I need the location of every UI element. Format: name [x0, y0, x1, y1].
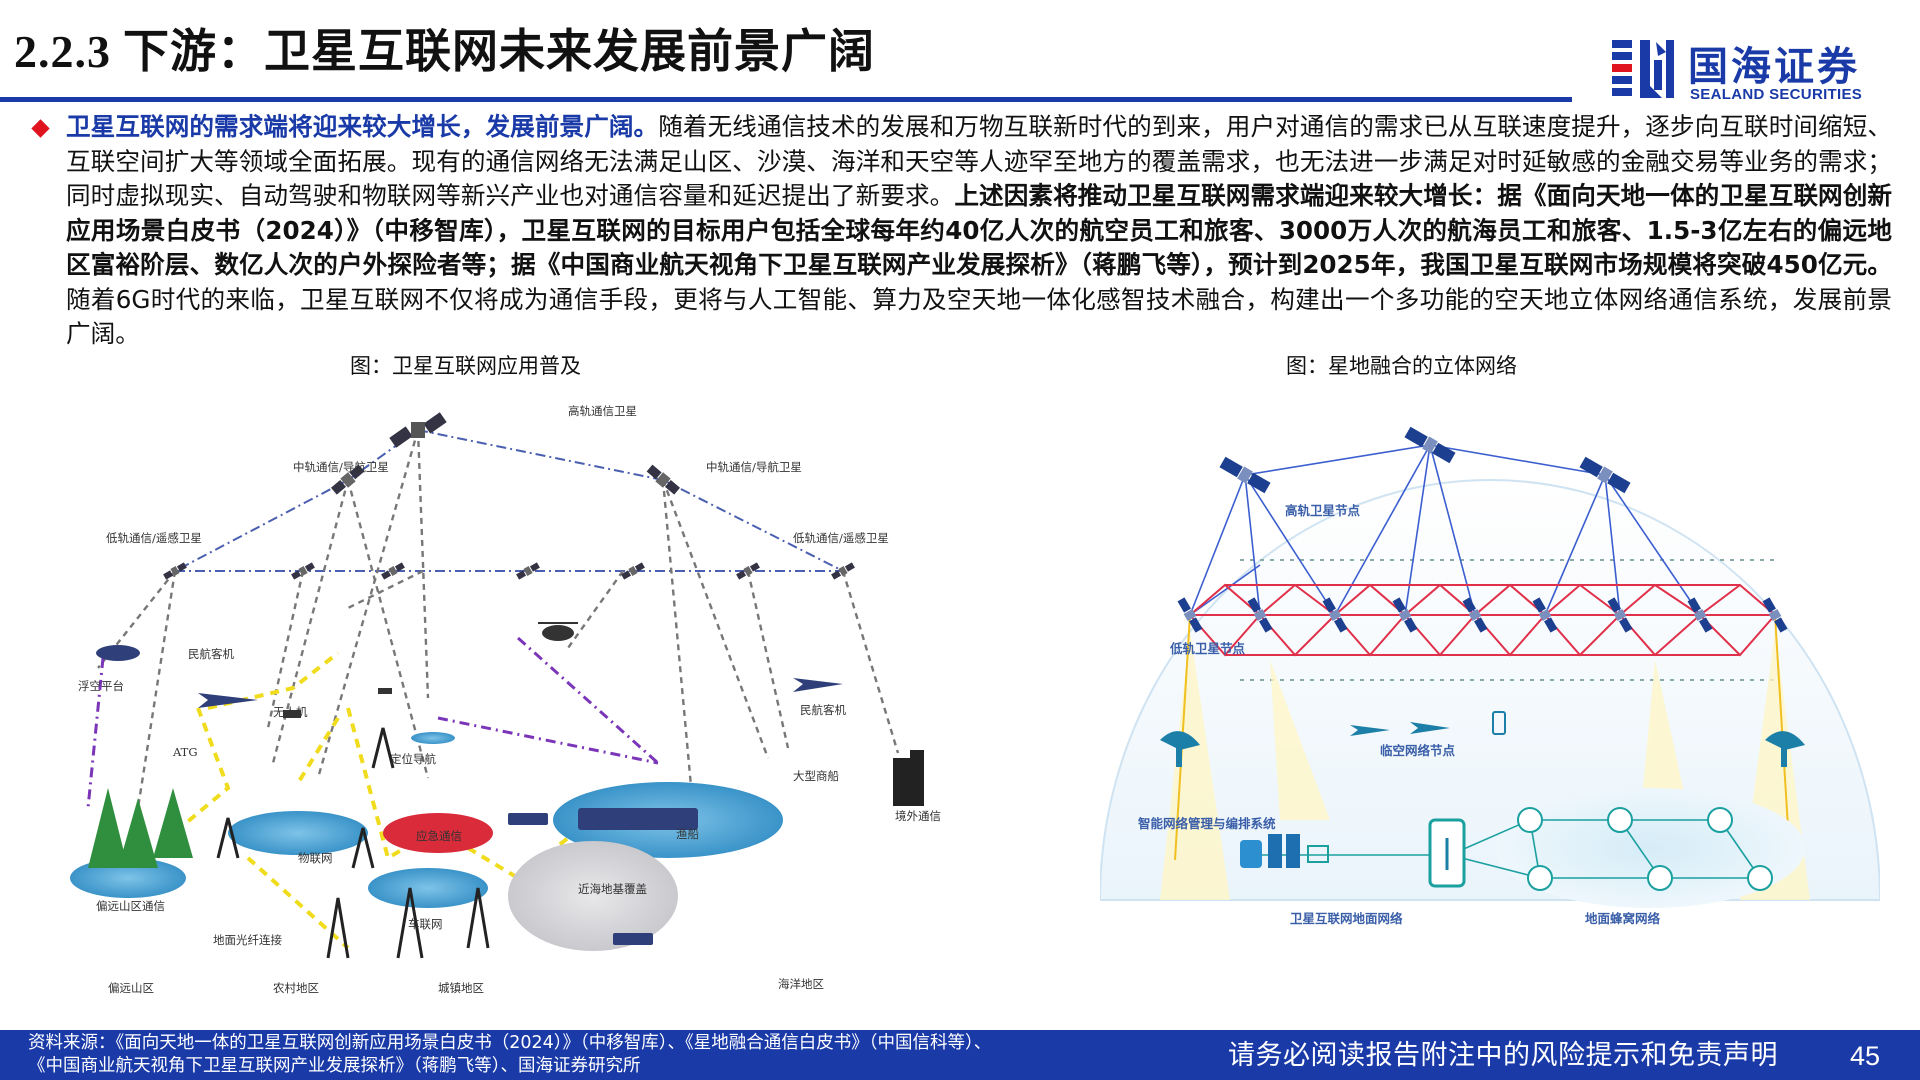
label-civil-aircraft-left: 民航客机 [188, 647, 234, 661]
label-cellular: 地面蜂窝网络 [1585, 911, 1661, 926]
space-ground-network-diagram: 高轨卫星节点 低轨卫星节点 临空网络节点 智能网络管理与编排系统 卫星互联网地面… [1100, 426, 1880, 926]
bullet-diamond-icon [31, 119, 50, 138]
iot-pad [228, 811, 368, 855]
label-ground-network: 卫星互联网地面网络 [1290, 911, 1403, 926]
sealand-logo: 国海证券 SEALAND SECURITIES [1610, 28, 1890, 106]
forest-icon [88, 788, 193, 868]
title-divider [0, 97, 1572, 102]
page-number: 45 [1850, 1041, 1881, 1071]
civil-aircraft-left-icon [198, 693, 258, 708]
body-text-1: 随着无线通信技术的发展和万物互联新时代的到来，用户对通信的需求已从互联速度提升，… [66, 112, 1892, 210]
offshore-pad [508, 841, 678, 951]
page-title-text: 下游：卫星互联网未来发展前景广阔 [123, 24, 875, 78]
cargo-ship-icon [578, 808, 698, 830]
sealand-logo-icon [1612, 40, 1674, 98]
label-leo-right: 低轨通信/遥感卫星 [793, 531, 889, 545]
label-fishing: 渔船 [676, 827, 699, 841]
label-zone-ocean: 海洋地区 [778, 977, 824, 991]
disclaimer-notice: 请务必阅读报告附注中的风险提示和免责声明 [1228, 1040, 1778, 1071]
vehicle-pad [368, 868, 488, 908]
label-float-platform: 浮空平台 [78, 679, 124, 693]
label-zone-urban: 城镇地区 [438, 981, 484, 995]
label-fiber: 地面光纤连接 [213, 933, 282, 947]
ground-dish-icons [1160, 731, 1805, 767]
label-meo-right: 中轨通信/导航卫星 [706, 460, 802, 474]
label-offshore: 近海地基覆盖 [578, 882, 647, 896]
footer-bar [0, 1030, 1920, 1080]
label-management: 智能网络管理与编排系统 [1137, 816, 1276, 831]
label-emergency: 应急通信 [416, 829, 462, 843]
drone-icon [283, 688, 392, 718]
label-near-space: 临空网络节点 [1380, 743, 1456, 758]
core-switch-icon [1428, 818, 1466, 888]
label-drone: 无人机 [273, 705, 308, 719]
label-zone-mountain: 偏远山区 [108, 981, 154, 995]
footer-source-line1: 资料来源：《面向天地一体的卫星互联网创新应用场景白皮书（2024）》（中移智库）… [28, 1033, 992, 1053]
label-civil-aircraft-right: 民航客机 [800, 703, 846, 717]
label-zone-rural: 农村地区 [273, 981, 319, 995]
emergency-pad [383, 813, 493, 853]
label-large-ship: 大型商船 [793, 769, 839, 783]
label-iot: 物联网 [298, 851, 333, 865]
cell-towers-icon [216, 727, 490, 959]
satellite-applications-diagram: 高轨通信卫星 中轨通信/导航卫星 中轨通信/导航卫星 低轨通信/遥感卫星 低轨通… [70, 404, 941, 995]
helicopter-icon [538, 622, 578, 641]
figure-left-caption: 图：卫星互联网应用普及 [350, 354, 581, 378]
label-geo: 高轨通信卫星 [568, 404, 637, 418]
label-overseas: 境外通信 [895, 809, 941, 823]
lead-sentence: 卫星互联网的需求端将迎来较大增长，发展前景广阔。 [66, 112, 659, 141]
body-text-bold: 上述因素将推动卫星互联网需求端迎来较大增长：据《面向天地一体的卫星互联网创新应用… [66, 181, 1892, 279]
label-atg: ATG [172, 745, 198, 759]
body-text-2: 随着6G时代的来临，卫星互联网不仅将成为通信手段，更将与人工智能、算力及空天地一… [66, 284, 1892, 349]
label-high-orbit: 高轨卫星节点 [1285, 503, 1361, 518]
fishing-boat-icon [508, 813, 548, 825]
label-low-orbit: 低轨卫星节点 [1169, 641, 1246, 656]
logo-cn-text: 国海证券 [1688, 44, 1860, 90]
label-leo-left: 低轨通信/遥感卫星 [106, 531, 202, 545]
label-vehicle: 车联网 [408, 917, 443, 931]
near-space-aircraft-icons [1350, 711, 1506, 736]
label-positioning: 定位导航 [390, 752, 436, 766]
section-number: 2.2.3 [14, 26, 111, 77]
management-servers-icon [1240, 834, 1329, 868]
footer-source: 资料来源：《面向天地一体的卫星互联网创新应用场景白皮书（2024）》（中移智库）… [28, 1032, 1248, 1078]
figure-right-caption: 图：星地融合的立体网络 [1286, 354, 1517, 378]
logo-en-text: SEALAND SECURITIES [1690, 86, 1863, 103]
footer-source-line2: 《中国商业航天视角下卫星互联网产业发展探析》（蒋鹏飞等）、国海证券研究所 [28, 1056, 641, 1076]
body-text: 卫星互联网的需求端将迎来较大增长，发展前景广阔。随着无线通信技术的发展和万物互联… [66, 110, 1892, 352]
label-meo-left: 中轨通信/导航卫星 [293, 460, 389, 474]
label-remote-mountain-comm: 偏远山区通信 [96, 899, 165, 913]
city-building-icon [893, 750, 924, 806]
geo-satellite-icon [389, 412, 447, 448]
airship-icon [96, 645, 140, 661]
bullet-paragraph: 卫星互联网的需求端将迎来较大增长，发展前景广阔。随着无线通信技术的发展和万物互联… [24, 110, 1892, 352]
civil-aircraft-right-icon [793, 678, 843, 692]
